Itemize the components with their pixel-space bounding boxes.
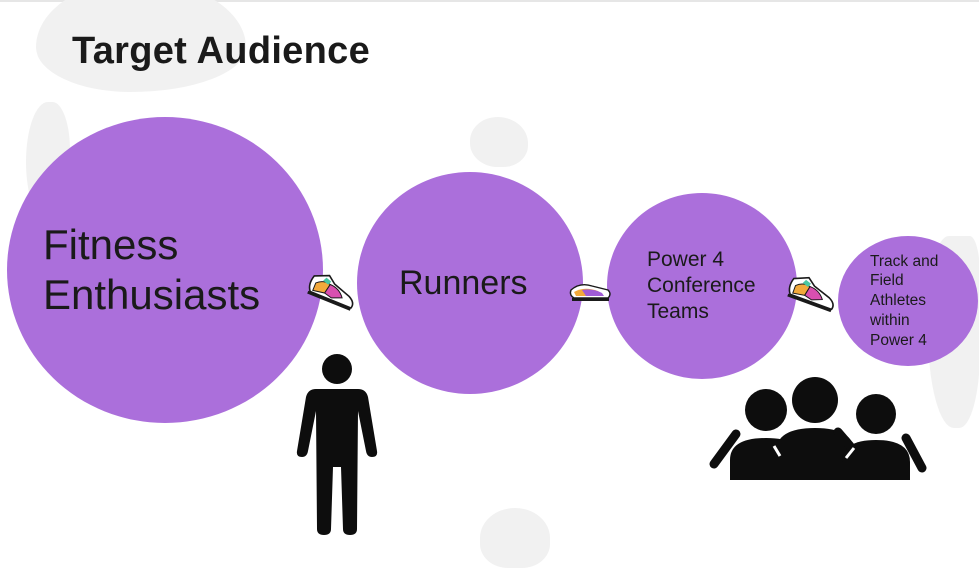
slide-top-border: [0, 0, 979, 2]
audience-circle-track-field-athletes: Track and Field Athletes within Power 4: [838, 236, 978, 366]
background-blob: [36, 0, 246, 92]
audience-circle-power-4-teams: Power 4 Conference Teams: [607, 193, 797, 379]
background-blob: [480, 508, 550, 568]
person-icon: [296, 354, 378, 535]
audience-label: Power 4 Conference Teams: [647, 247, 756, 324]
sneaker-icon: [307, 274, 354, 311]
audience-circle-runners: Runners: [357, 172, 583, 394]
sneaker-icon: [787, 276, 834, 313]
group-icon: [709, 377, 927, 480]
sneaker-icon: [569, 283, 611, 301]
slide-title: Target Audience: [72, 30, 370, 72]
audience-label: Fitness Enthusiasts: [43, 220, 261, 318]
background-blob: [470, 117, 528, 167]
audience-label: Track and Field Athletes within Power 4: [870, 252, 939, 349]
audience-circle-fitness-enthusiasts: Fitness Enthusiasts: [7, 117, 323, 423]
audience-label: Runners: [399, 263, 528, 302]
